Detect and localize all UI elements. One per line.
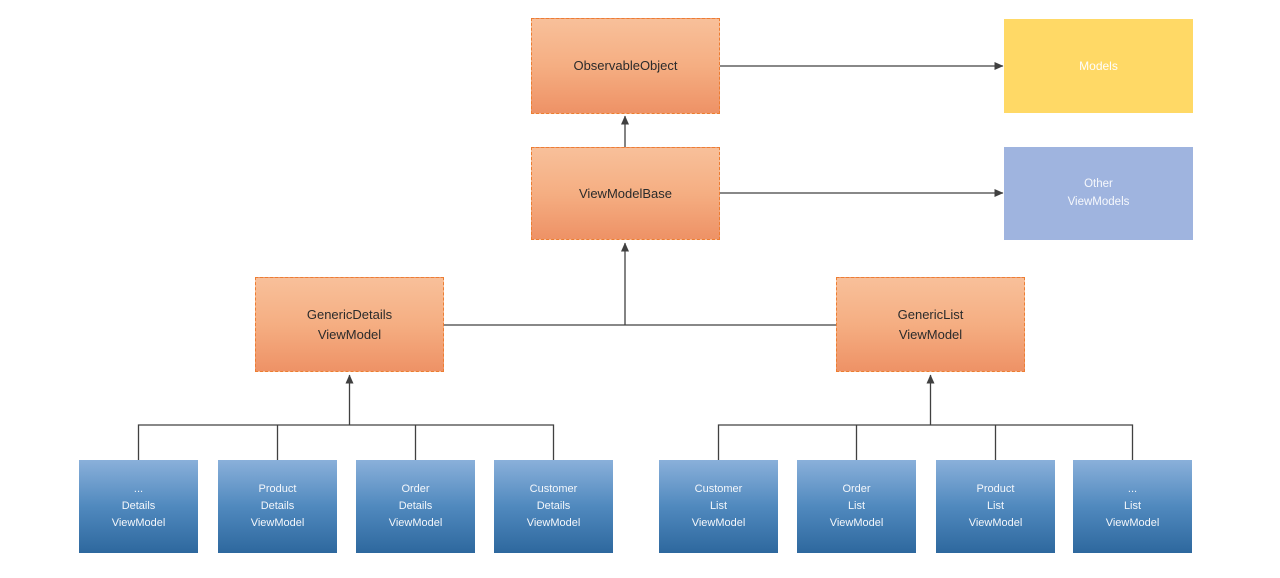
node-label-line: Product bbox=[258, 482, 297, 495]
node-label-line: List bbox=[709, 499, 728, 512]
node-models: Models bbox=[1004, 19, 1193, 113]
node-label-line: ViewModels bbox=[1067, 195, 1130, 208]
node-label-line: ViewModel bbox=[898, 326, 963, 342]
node-label-line: List bbox=[986, 499, 1005, 512]
node-label-line: ... bbox=[133, 482, 144, 495]
node-observable-object: ObservableObject bbox=[531, 18, 720, 114]
node-label-line: ViewModel bbox=[829, 517, 884, 530]
node-label-line: Details bbox=[398, 499, 433, 512]
node-label-line: ViewModel bbox=[526, 517, 581, 530]
node-label-line: ViewModel bbox=[111, 517, 166, 530]
node-label-line: ... bbox=[1127, 482, 1138, 495]
node-label-line: Details bbox=[121, 499, 156, 512]
node-label-line: Details bbox=[536, 499, 571, 512]
node-label-line: List bbox=[1123, 499, 1142, 512]
node-label-line: ViewModel bbox=[250, 517, 305, 530]
node-label-line: Models bbox=[1079, 59, 1118, 73]
edge-details-fan-outer bbox=[137, 424, 555, 460]
node-label-line: Customer bbox=[694, 482, 743, 495]
edge-list-fan-outer bbox=[717, 424, 1134, 460]
node-label-line: Order bbox=[401, 482, 430, 495]
node-label-line: Details bbox=[260, 499, 295, 512]
node-label-line: ViewModel bbox=[388, 517, 443, 530]
node-label-line: ViewModelBase bbox=[579, 185, 672, 201]
edge-group bbox=[137, 62, 1134, 460]
node-label-line: Customer bbox=[529, 482, 578, 495]
node-label-line: ViewModel bbox=[1105, 517, 1160, 530]
node-label-line: Product bbox=[976, 482, 1015, 495]
node-label-line: ViewModel bbox=[317, 326, 382, 342]
node-label-line: List bbox=[847, 499, 866, 512]
node-label-line: Order bbox=[842, 482, 871, 495]
node-label-line: ViewModel bbox=[968, 517, 1023, 530]
node-label-line: GenericList bbox=[897, 307, 964, 322]
node-label-line: GenericDetails bbox=[306, 307, 393, 322]
node-label-line: ObservableObject bbox=[573, 58, 678, 74]
node-viewmodel-base: ViewModelBase bbox=[531, 147, 720, 240]
node-label-line: ViewModel bbox=[691, 517, 746, 530]
node-label-line: Other bbox=[1084, 177, 1113, 190]
